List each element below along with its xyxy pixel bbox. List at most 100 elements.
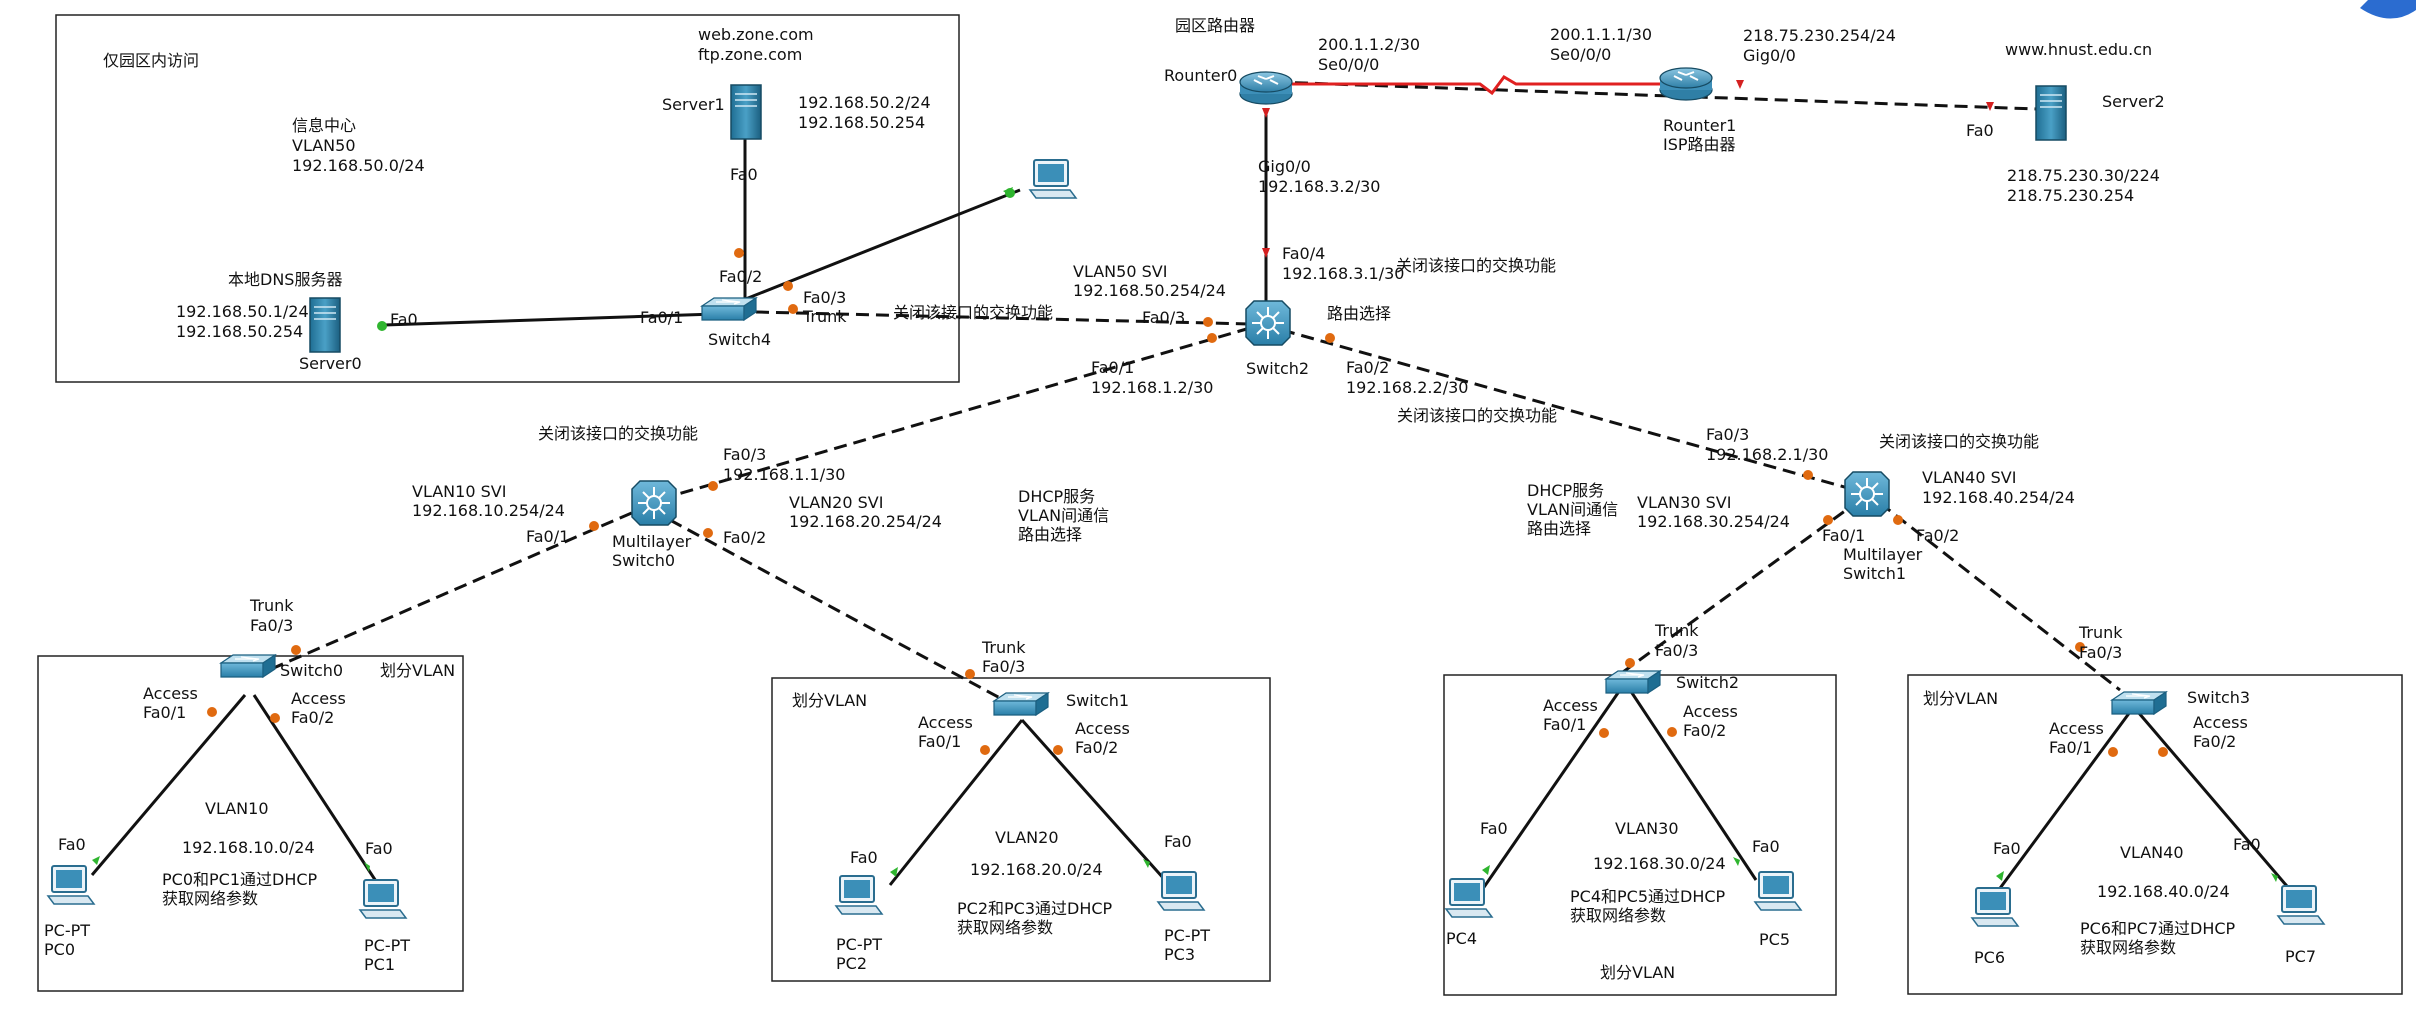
pc5-icon[interactable] <box>1754 871 1802 911</box>
switch1-icon[interactable] <box>993 692 1049 716</box>
router0-title: 园区路由器 <box>1175 16 1255 35</box>
vlan20-net: 192.168.20.0/24 <box>970 860 1103 879</box>
server2-url: www.hnust.edu.cn <box>2005 40 2152 59</box>
info-center-line2: VLAN50 <box>292 136 356 155</box>
access-switch2-acc1-port: Fa0/1 <box>1543 715 1586 734</box>
switch4-icon[interactable] <box>701 297 757 321</box>
pc0-port: Fa0 <box>58 835 86 854</box>
mls0-vlan20-svi: VLAN20 SVI <box>789 493 883 512</box>
switch2-fa04-ip: 192.168.3.1/30 <box>1282 264 1404 283</box>
switch3-trunk: Trunk <box>2078 623 2123 642</box>
mls0-svc2: VLAN间通信 <box>1018 506 1109 525</box>
mls0-fa01: Fa0/1 <box>526 527 569 546</box>
switch3-acc1-port: Fa0/1 <box>2049 738 2092 757</box>
switch0-divide-vlan: 划分VLAN <box>380 661 455 680</box>
info-center-line1: 信息中心 <box>292 116 356 135</box>
mls0-svc1: DHCP服务 <box>1018 487 1095 506</box>
pc5-name: PC5 <box>1759 930 1790 949</box>
mls1-svc2: VLAN间通信 <box>1527 500 1618 519</box>
vlan10-dhcp1: PC0和PC1通过DHCP <box>162 870 318 889</box>
mls1-name2: Switch1 <box>1843 564 1906 583</box>
switch1-trunk: Trunk <box>981 638 1026 657</box>
pc6-icon[interactable] <box>1971 887 2019 927</box>
switch4-fa03: Fa0/3 <box>803 288 846 307</box>
mls1-fa02: Fa0/2 <box>1916 526 1959 545</box>
switch0-trunk-port: Fa0/3 <box>250 616 293 635</box>
server1-url1: web.zone.com <box>698 25 814 44</box>
switch2-fa04-note: 关闭该接口的交换功能 <box>1396 256 1556 275</box>
pc3-icon[interactable] <box>1157 871 1205 911</box>
mls1-note: 关闭该接口的交换功能 <box>1879 432 2039 451</box>
mls1-vlan40-ip: 192.168.40.254/24 <box>1922 488 2075 507</box>
router1-icon[interactable] <box>1659 67 1713 101</box>
access-switch2-trunk-port: Fa0/3 <box>1655 641 1698 660</box>
multilayer-switch1-icon[interactable] <box>1844 471 1890 517</box>
switch1-acc2: Access <box>1075 719 1130 738</box>
pc-icon[interactable] <box>1029 159 1077 199</box>
switch2-fa04: Fa0/4 <box>1282 244 1325 263</box>
switch2-fa02: Fa0/2 <box>1346 358 1389 377</box>
router0-se-ip: 200.1.1.2/30 <box>1318 35 1420 54</box>
server1-icon[interactable] <box>730 84 762 140</box>
router0-se-port: Se0/0/0 <box>1318 55 1379 74</box>
router0-icon[interactable] <box>1239 71 1293 105</box>
router1-gig-ip: 218.75.230.254/24 <box>1743 26 1896 45</box>
switch0-acc2: Access <box>291 689 346 708</box>
server1-port: Fa0 <box>730 165 758 184</box>
server2-icon[interactable] <box>2035 85 2067 141</box>
pc3-port: Fa0 <box>1164 832 1192 851</box>
server0-icon[interactable] <box>309 297 341 353</box>
vlan40-dhcp2: 获取网络参数 <box>2080 938 2176 957</box>
campus-zone-box <box>55 14 960 383</box>
links-solid <box>90 85 2294 896</box>
switch3-icon[interactable] <box>2111 691 2167 715</box>
switch2-fa02-note: 关闭该接口的交换功能 <box>1397 406 1557 425</box>
pc7-port: Fa0 <box>2233 835 2261 854</box>
mls0-fa03: Fa0/3 <box>723 445 766 464</box>
vlan40-area-box <box>1907 674 2403 995</box>
multilayer-switch0-icon[interactable] <box>631 480 677 526</box>
switch2-svi: VLAN50 SVI <box>1073 262 1167 281</box>
switch2-fa03: Fa0/3 <box>1142 308 1185 327</box>
pc2-port: Fa0 <box>850 848 878 867</box>
vlan20-dhcp1: PC2和PC3通过DHCP <box>957 899 1113 918</box>
pc7-icon[interactable] <box>2277 885 2325 925</box>
mls0-svc3: 路由选择 <box>1018 525 1082 544</box>
vlan30-dhcp1: PC4和PC5通过DHCP <box>1570 887 1726 906</box>
pc0-icon[interactable] <box>47 865 95 905</box>
router0-name: Rounter0 <box>1164 66 1237 85</box>
switch1-trunk-port: Fa0/3 <box>982 657 1025 676</box>
server1-url2: ftp.zone.com <box>698 45 802 64</box>
serial-link <box>1290 75 1680 96</box>
switch2-fa01: Fa0/1 <box>1091 358 1134 377</box>
vlan30-net: 192.168.30.0/24 <box>1593 854 1726 873</box>
access-switch2-acc2: Access <box>1683 702 1738 721</box>
mls1-svc1: DHCP服务 <box>1527 481 1604 500</box>
vlan40-net: 192.168.40.0/24 <box>2097 882 2230 901</box>
mls0-fa03-ip: 192.168.1.1/30 <box>723 465 845 484</box>
switch0-acc1-port: Fa0/1 <box>143 703 186 722</box>
mls1-name1: Multilayer <box>1843 545 1923 564</box>
switch4-fa03-note: 关闭该接口的交换功能 <box>893 303 1053 322</box>
server0-ip: 192.168.50.1/24 <box>176 302 309 321</box>
pc2-icon[interactable] <box>835 875 883 915</box>
switch3-acc2-port: Fa0/2 <box>2193 732 2236 751</box>
pc5-port: Fa0 <box>1752 837 1780 856</box>
switch2-svi-ip: 192.168.50.254/24 <box>1073 281 1226 300</box>
switch2-icon[interactable] <box>1245 300 1291 346</box>
vlan30-divide-vlan: 划分VLAN <box>1600 963 1675 982</box>
pc0-type: PC-PT <box>44 921 90 940</box>
mls0-vlan10-ip: 192.168.10.254/24 <box>412 501 565 520</box>
switch3-trunk-port: Fa0/3 <box>2079 643 2122 662</box>
router1-gig-port: Gig0/0 <box>1743 46 1796 65</box>
vlan30-dhcp2: 获取网络参数 <box>1570 906 1666 925</box>
switch0-icon[interactable] <box>220 654 276 678</box>
server2-name: Server2 <box>2102 92 2165 111</box>
pc1-icon[interactable] <box>359 879 407 919</box>
port-indicators <box>92 80 2278 882</box>
server0-gateway: 192.168.50.254 <box>176 322 303 341</box>
mls1-fa01: Fa0/1 <box>1822 526 1865 545</box>
router1-desc: ISP路由器 <box>1663 135 1736 154</box>
access-switch2-icon[interactable] <box>1605 670 1661 694</box>
